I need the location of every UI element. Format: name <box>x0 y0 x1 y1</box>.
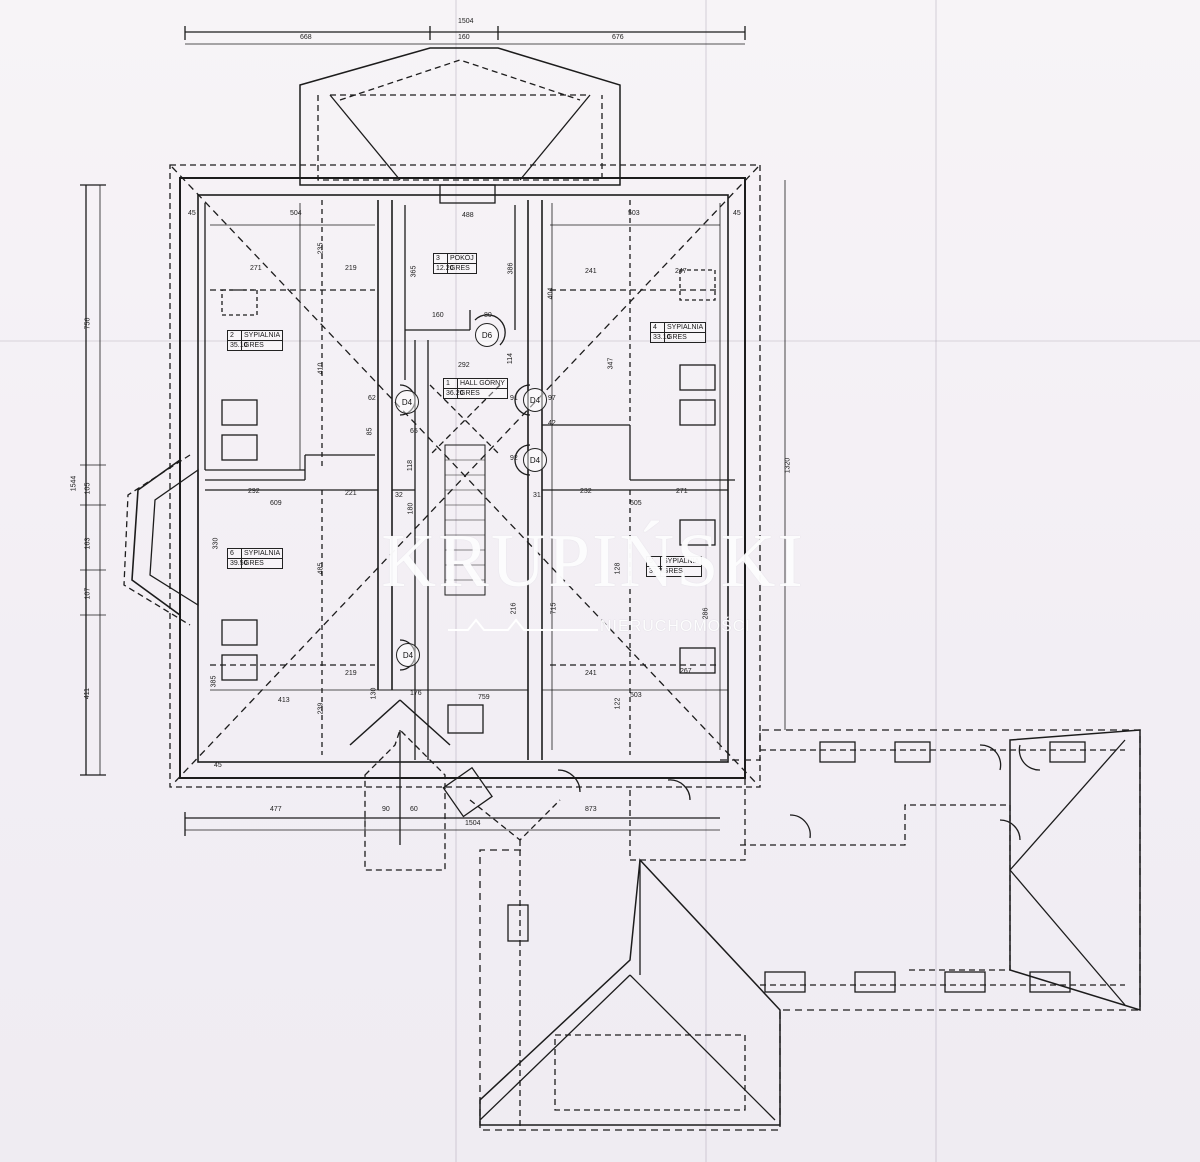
dim-inner: 235 <box>317 242 325 255</box>
dim-inner: 92 <box>510 455 518 462</box>
dim-top-right: 676 <box>612 34 624 41</box>
dim-inner: 130 <box>370 687 378 700</box>
door-tag-d4: D4 <box>396 643 420 667</box>
dim-inner: 219 <box>345 670 357 677</box>
dim-inner: 292 <box>248 488 260 495</box>
dim-left-d: 107 <box>84 587 92 600</box>
dim-left-e: 411 <box>84 687 92 700</box>
paper-fold <box>0 340 1200 342</box>
dim-inner: 118 <box>407 459 415 472</box>
dim-inner: 32 <box>395 492 403 499</box>
dim-inner: 97 <box>548 395 556 402</box>
paper-fold <box>705 0 707 1162</box>
dim-inner: 347 <box>607 357 615 370</box>
dim-top-mid: 160 <box>458 34 470 41</box>
dim-inner: 365 <box>410 265 418 278</box>
door-tag-d4: D4 <box>523 388 547 412</box>
dim-inner: 385 <box>210 675 218 688</box>
dim-inner: 759 <box>478 694 490 701</box>
dim-inner: 122 <box>614 697 622 710</box>
dim-inner: 404 <box>547 287 555 300</box>
dim-inner: 80 <box>484 312 492 319</box>
dim-inner: 503 <box>630 692 642 699</box>
dim-inner: 609 <box>270 500 282 507</box>
dim-inner: 292 <box>458 362 470 369</box>
dim-inner: 31 <box>533 492 541 499</box>
dim-inner: 114 <box>507 352 515 365</box>
dim-inner: 221 <box>345 490 357 497</box>
dim-bottom-total: 1504 <box>465 820 481 827</box>
dim-inner: 413 <box>278 697 290 704</box>
dim-inner: 85 <box>366 427 374 436</box>
watermark-brand: KRUPIŃSKI <box>381 519 805 603</box>
dim-inner: 271 <box>250 265 262 272</box>
dim-inner: 176 <box>410 690 422 697</box>
dim-inner: 271 <box>676 488 688 495</box>
dim-inner: 45 <box>733 210 741 217</box>
dim-inner: 505 <box>630 500 642 507</box>
dim-inner: 488 <box>462 212 474 219</box>
dim-bottom-b: 60 <box>410 806 418 813</box>
paper-fold <box>935 0 937 1162</box>
dim-inner: 180 <box>407 502 415 515</box>
dim-inner: 91 <box>510 395 518 402</box>
dim-inner: 485 <box>317 562 325 575</box>
door-tag-d6: D6 <box>475 323 499 347</box>
dim-left-b: 105 <box>84 482 92 495</box>
dim-left-total: 1544 <box>70 475 78 492</box>
dim-top-left: 668 <box>300 34 312 41</box>
dim-inner: 247 <box>675 268 687 275</box>
dim-left-c: 163 <box>84 537 92 550</box>
dim-inner: 241 <box>585 670 597 677</box>
dim-bottom-c: 873 <box>585 806 597 813</box>
dim-top-total: 1504 <box>458 18 474 25</box>
dim-inner: 504 <box>290 210 302 217</box>
dim-inner: 241 <box>585 268 597 275</box>
dim-inner: 239 <box>317 702 325 715</box>
dim-inner: 267 <box>680 668 692 675</box>
dim-inner: 62 <box>368 395 376 402</box>
dim-inner: 330 <box>212 537 220 550</box>
dim-inner: 232 <box>580 488 592 495</box>
dim-inner: 45 <box>188 210 196 217</box>
door-tag-d4: D4 <box>395 390 419 414</box>
paper-fold <box>455 0 457 1162</box>
dim-right-total: 1320 <box>784 457 792 474</box>
dim-bottom-a: 90 <box>382 806 390 813</box>
watermark-house-icon <box>448 618 598 631</box>
dim-inner: 386 <box>507 262 515 275</box>
watermark-tagline: NIERUCHOMOŚCI <box>600 618 751 635</box>
dim-inner: 410 <box>317 362 325 375</box>
dim-inner: 65 <box>410 428 418 435</box>
dim-inner: 503 <box>628 210 640 217</box>
dim-inner: 42 <box>548 420 556 427</box>
door-tag-d4: D4 <box>523 448 547 472</box>
dim-inner: 219 <box>345 265 357 272</box>
dim-bottom-left: 477 <box>270 806 282 813</box>
dim-left-a: 756 <box>84 317 92 330</box>
dim-inner: 45 <box>214 762 222 769</box>
dim-inner: 160 <box>432 312 444 319</box>
